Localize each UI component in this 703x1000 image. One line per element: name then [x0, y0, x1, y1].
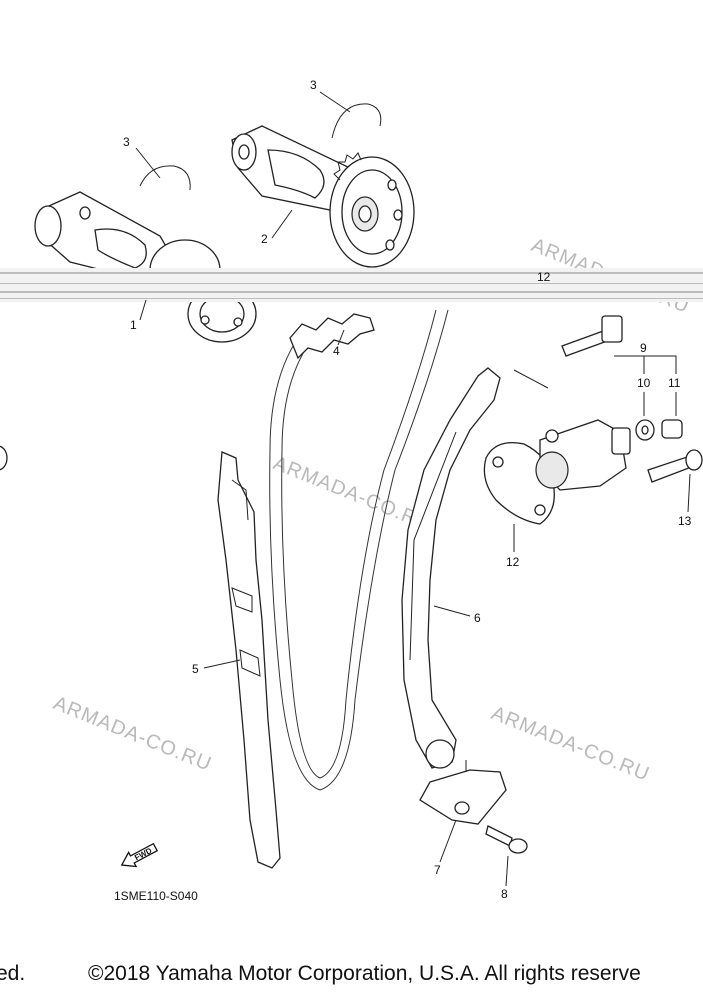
callout-label: 6	[474, 611, 481, 625]
diagram-code: 1SME110-S040	[114, 889, 198, 903]
callout-label: 2	[261, 232, 268, 246]
scan-noise	[0, 272, 703, 299]
timing-chain	[269, 309, 449, 791]
chain-tensioner	[483, 419, 631, 525]
callout-label: 13	[678, 514, 692, 528]
watermark: ARMADA-CO.RU	[488, 702, 653, 786]
bolt	[661, 419, 683, 439]
washer	[635, 419, 655, 441]
bolt	[561, 315, 623, 357]
guide-bracket	[419, 760, 507, 825]
camshaft-intake	[34, 191, 257, 343]
copyright-fragment: ed.	[0, 962, 26, 985]
leader-lines	[135, 91, 691, 887]
circlip	[331, 103, 382, 139]
callout-label: 8	[501, 887, 508, 901]
callout-label: 11	[668, 376, 681, 390]
chain-guide	[217, 451, 281, 869]
circlip	[139, 165, 191, 191]
bolt	[647, 449, 703, 483]
callout-label: 3	[310, 78, 317, 92]
callout-label: 1	[130, 318, 137, 332]
watermark: ARMADA-CO.RU	[50, 692, 215, 776]
copyright-text: ©2018 Yamaha Motor Corporation, U.S.A. A…	[88, 962, 641, 985]
cutoff-part	[0, 445, 8, 471]
tensioner-guide	[401, 367, 501, 769]
callout-label: 3	[123, 135, 130, 149]
callout-label: 12	[537, 270, 551, 284]
callout-label: 9	[640, 341, 647, 355]
callout-label: 12	[506, 555, 520, 569]
bolt	[485, 825, 528, 854]
callout-label: 10	[637, 376, 651, 390]
callout-label: 5	[192, 662, 199, 676]
camshaft-exhaust	[231, 125, 415, 268]
callout-label: 7	[434, 863, 441, 877]
forward-arrow-icon: FWD	[120, 842, 159, 868]
callout-label: 4	[333, 344, 340, 358]
copyright-footer: ed. ©2018 Yamaha Motor Corporation, U.S.…	[0, 962, 703, 992]
